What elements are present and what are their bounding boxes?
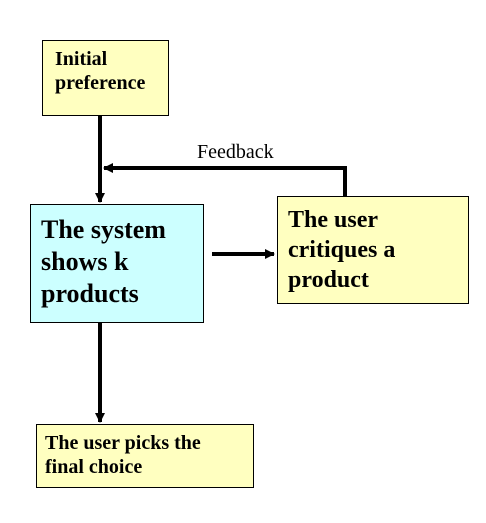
critique-box-line-2: critiques a	[288, 237, 396, 263]
arrow-feedback-loop	[103, 163, 347, 196]
final-box-line-2: final choice	[45, 456, 143, 478]
final-box-line-1: The user picks the	[45, 432, 201, 454]
system-box-line-2: shows k	[41, 247, 129, 276]
critique-box-line-3: product	[288, 267, 369, 293]
final-choice-box: The user picks the final choice	[36, 424, 254, 488]
user-critiques-box: The user critiques a product	[277, 196, 469, 304]
system-box-line-1: The system	[41, 215, 166, 244]
initial-preference-box: Initial preference	[42, 40, 169, 116]
system-shows-products-box: The system shows k products	[30, 204, 204, 323]
feedback-label: Feedback	[197, 141, 274, 163]
system-box-line-3: products	[41, 279, 139, 308]
initial-preference-line-2: preference	[55, 72, 146, 94]
critique-box-line-1: The user	[288, 207, 378, 233]
initial-preference-line-1: Initial	[55, 48, 108, 70]
